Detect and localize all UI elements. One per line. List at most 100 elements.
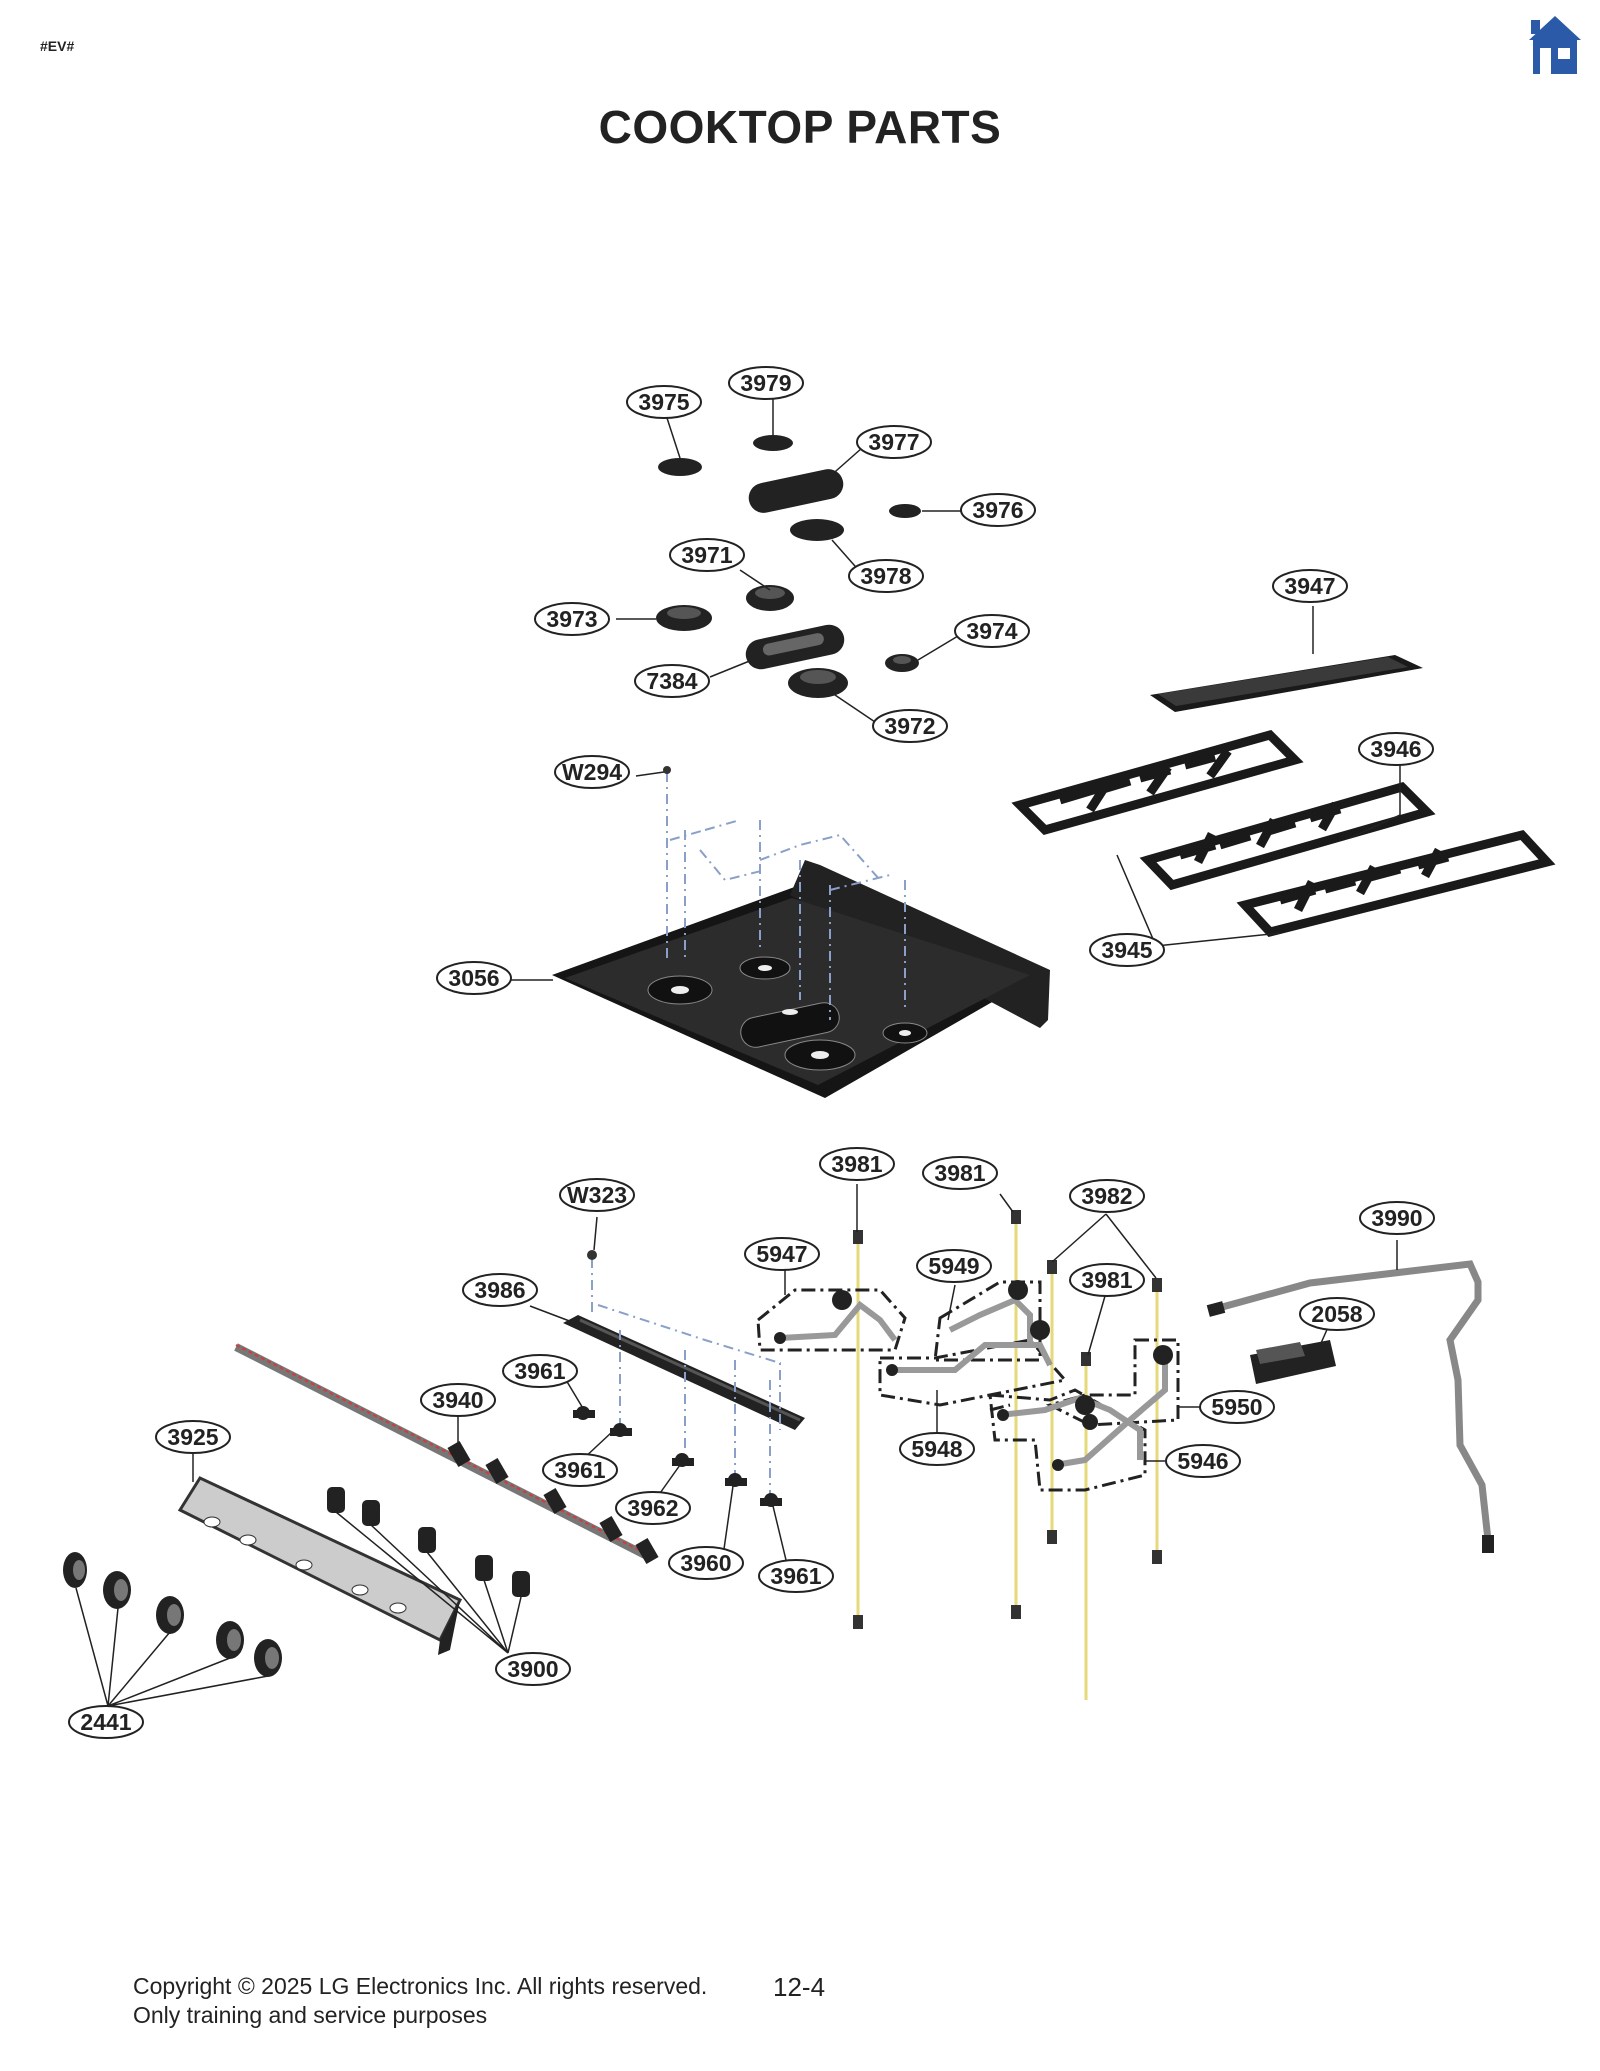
part-3946-3945-grates xyxy=(1011,729,1556,938)
callout-labels: 3975 3979 3977 3976 3971 3978 3973 3974 … xyxy=(68,366,1435,1739)
callout-3056: 3056 xyxy=(436,961,512,995)
callout-3978: 3978 xyxy=(848,559,924,593)
svg-text:5949: 5949 xyxy=(928,1253,979,1279)
callout-3961-c: 3961 xyxy=(758,1559,834,1593)
callout-3981-a: 3981 xyxy=(819,1147,895,1181)
callout-3975: 3975 xyxy=(626,385,702,419)
gas-valves xyxy=(573,1406,782,1507)
callout-w294: W294 xyxy=(554,755,630,789)
svg-text:3976: 3976 xyxy=(972,497,1023,523)
svg-text:3981: 3981 xyxy=(934,1160,985,1186)
callout-3974: 3974 xyxy=(954,614,1030,648)
valve-3961-a xyxy=(573,1406,595,1420)
copyright-text: Copyright © 2025 LG Electronics Inc. All… xyxy=(133,1973,708,1999)
cooktop-fastener-dashes xyxy=(666,772,906,1020)
screw-w323 xyxy=(587,1250,597,1260)
callout-3900: 3900 xyxy=(495,1652,571,1686)
footer-copyright: Copyright © 2025 LG Electronics Inc. All… xyxy=(133,1972,707,2030)
page-number: 12-4 xyxy=(773,1972,826,2002)
callout-5946: 5946 xyxy=(1165,1444,1241,1478)
callout-5947: 5947 xyxy=(744,1237,820,1271)
valve-3961-c xyxy=(760,1493,782,1507)
usage-notice: Only training and service purposes xyxy=(133,2002,488,2028)
callout-3990: 3990 xyxy=(1359,1201,1435,1235)
callout-5950: 5950 xyxy=(1199,1390,1275,1424)
part-3973-head xyxy=(656,605,712,631)
callout-3986: 3986 xyxy=(462,1273,538,1307)
callout-3960: 3960 xyxy=(668,1546,744,1580)
valve-3960 xyxy=(725,1473,747,1487)
svg-text:3940: 3940 xyxy=(432,1387,483,1413)
part-3977-oval-cap xyxy=(748,469,844,513)
svg-text:3975: 3975 xyxy=(638,389,689,415)
callout-w323: W323 xyxy=(559,1178,635,1212)
part-3972-head xyxy=(788,668,848,698)
callout-3925: 3925 xyxy=(155,1420,231,1454)
callout-3979: 3979 xyxy=(728,366,804,400)
valve-3962 xyxy=(672,1453,694,1467)
svg-text:3900: 3900 xyxy=(507,1656,558,1682)
callout-3940: 3940 xyxy=(420,1383,496,1417)
svg-text:3973: 3973 xyxy=(546,606,597,632)
feed-tube-tips xyxy=(853,1210,1162,1629)
part-3990-supply-line xyxy=(1214,1260,1492,1541)
svg-text:3977: 3977 xyxy=(868,429,919,455)
callout-3976: 3976 xyxy=(960,493,1036,527)
svg-text:5947: 5947 xyxy=(756,1241,807,1267)
svg-text:5946: 5946 xyxy=(1177,1448,1228,1474)
svg-text:3946: 3946 xyxy=(1370,736,1421,762)
document-tag: #EV# xyxy=(40,38,75,54)
part-3979-cap xyxy=(753,435,793,451)
callout-3982: 3982 xyxy=(1069,1179,1145,1213)
svg-text:3961: 3961 xyxy=(554,1457,605,1483)
svg-text:3981: 3981 xyxy=(1081,1267,1132,1293)
callout-5949: 5949 xyxy=(916,1249,992,1283)
svg-text:3979: 3979 xyxy=(740,370,791,396)
callout-3961-b: 3961 xyxy=(542,1453,618,1487)
part-3974-head xyxy=(885,654,919,672)
callout-3973: 3973 xyxy=(534,602,610,636)
svg-text:3961: 3961 xyxy=(770,1563,821,1589)
part-3976-cap xyxy=(889,504,921,518)
part-3940-harness xyxy=(234,1343,659,1565)
svg-text:W323: W323 xyxy=(567,1182,627,1208)
svg-text:3990: 3990 xyxy=(1371,1205,1422,1231)
callout-3961-a: 3961 xyxy=(502,1354,578,1388)
svg-text:3971: 3971 xyxy=(681,542,732,568)
svg-text:3945: 3945 xyxy=(1101,937,1152,963)
svg-text:3962: 3962 xyxy=(627,1495,678,1521)
callout-7384: 7384 xyxy=(634,664,710,698)
callout-3981-b: 3981 xyxy=(922,1156,998,1190)
part-3975-cap xyxy=(658,458,702,476)
supply-line-ends xyxy=(1206,1301,1494,1553)
callout-2058: 2058 xyxy=(1299,1297,1375,1331)
part-3978-cap xyxy=(790,519,844,541)
svg-text:3981: 3981 xyxy=(831,1151,882,1177)
svg-text:3925: 3925 xyxy=(167,1424,218,1450)
screw-w294 xyxy=(663,766,671,774)
burner-tube-assemblies xyxy=(756,1280,1180,1492)
callout-3971: 3971 xyxy=(669,538,745,572)
home-icon[interactable] xyxy=(1527,14,1583,76)
manifold-dashes xyxy=(591,1258,781,1495)
svg-text:3961: 3961 xyxy=(514,1358,565,1384)
callout-2441: 2441 xyxy=(68,1705,144,1739)
svg-text:W294: W294 xyxy=(562,759,622,785)
svg-text:7384: 7384 xyxy=(646,668,697,694)
svg-text:3982: 3982 xyxy=(1081,1183,1132,1209)
part-7384-oval-head xyxy=(745,624,845,670)
callout-3946: 3946 xyxy=(1358,732,1434,766)
burner-parts-group xyxy=(656,435,921,698)
callout-3972: 3972 xyxy=(872,709,948,743)
svg-text:3978: 3978 xyxy=(860,563,911,589)
knob-stems-3900 xyxy=(327,1487,530,1597)
burner-orifice-holders xyxy=(774,1280,1173,1471)
part-3947-griddle xyxy=(1150,655,1423,712)
svg-text:3056: 3056 xyxy=(448,965,499,991)
svg-text:3960: 3960 xyxy=(680,1550,731,1576)
callout-3977: 3977 xyxy=(856,425,932,459)
valve-3961-b xyxy=(610,1423,632,1437)
knobs-2441 xyxy=(63,1552,282,1677)
svg-text:3986: 3986 xyxy=(474,1277,525,1303)
callout-5948: 5948 xyxy=(899,1432,975,1466)
